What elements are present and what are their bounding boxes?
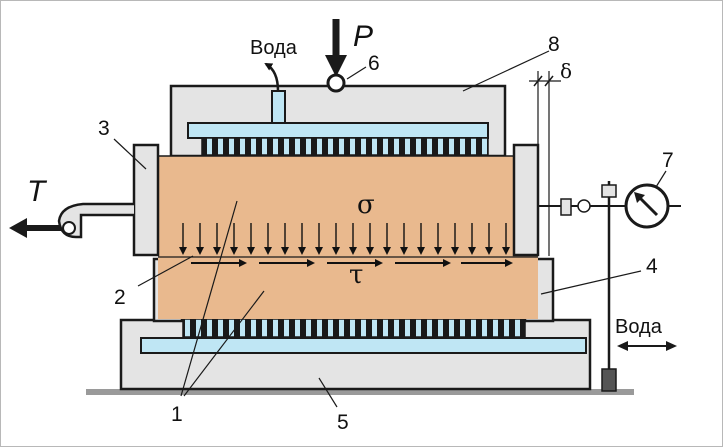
water-right-arrowhead-l: [617, 341, 628, 351]
soil-sample: [158, 156, 538, 319]
label-6: 6: [368, 52, 380, 75]
dial-needle: [637, 195, 659, 217]
label-3: 3: [98, 117, 110, 140]
bottom-porous-plate: [182, 318, 526, 338]
water-right-arrowhead-r: [666, 341, 677, 351]
gauge-stand-foot: [601, 368, 617, 392]
top-porous-plate: [201, 137, 489, 156]
pull-lever: [57, 202, 134, 239]
load-ball: [326, 73, 346, 93]
upper-ring-left-3: [132, 143, 160, 257]
top-water-channel: [187, 122, 489, 139]
label-force-t: T: [27, 175, 48, 208]
dial-needle-tip: [634, 192, 645, 203]
label-7: 7: [662, 149, 674, 172]
water-outlet-arrow: [264, 62, 280, 92]
upper-ring-right: [512, 143, 540, 257]
delta-tick-l: [533, 75, 543, 87]
label-delta: δ: [560, 59, 572, 83]
ground-line: [86, 389, 634, 395]
label-2: 2: [114, 286, 126, 309]
label-force-p: P: [353, 20, 373, 53]
force-p-arrowhead: [325, 55, 347, 77]
label-water-right: Вода: [615, 316, 663, 338]
force-t-arrowhead: [9, 218, 27, 238]
label-water-top: Вода: [250, 37, 298, 59]
label-sigma: σ: [357, 190, 375, 220]
lever-pin: [62, 221, 76, 235]
leader-lines: [113, 50, 667, 408]
label-8: 8: [548, 33, 560, 56]
gauge-stand-collar: [601, 184, 617, 198]
water-pipe-top: [271, 90, 286, 124]
label-5: 5: [337, 411, 349, 434]
gauge-clamp: [560, 198, 572, 216]
normal-stress-arrows: [179, 223, 510, 255]
label-1: 1: [171, 403, 183, 426]
bottom-water-channel: [140, 337, 587, 354]
delta-tick-r: [544, 75, 554, 87]
label-tau: τ: [349, 260, 363, 290]
label-4: 4: [646, 255, 658, 278]
gauge-nut: [577, 199, 591, 213]
